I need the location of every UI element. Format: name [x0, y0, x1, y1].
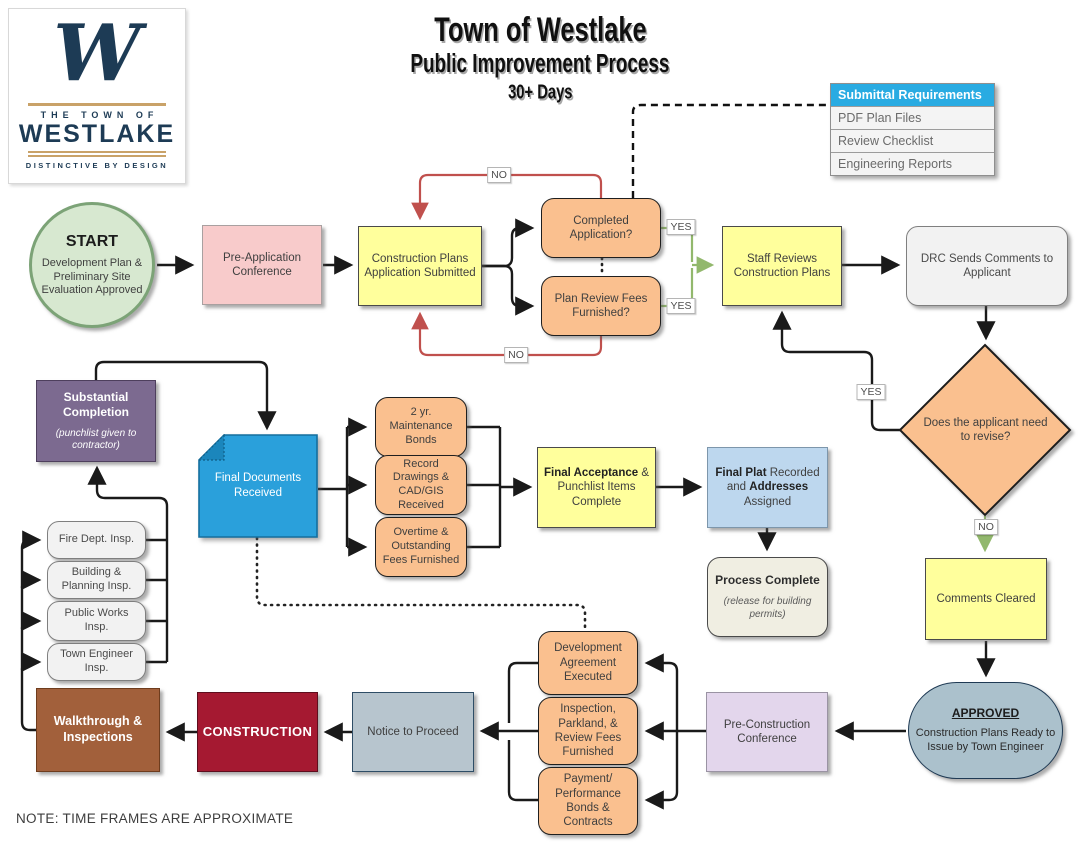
- submittal-requirements-table: Submittal Requirements PDF Plan Files Re…: [830, 83, 995, 176]
- record-drawings-node: Record Drawings & CAD/GIS Received: [375, 455, 467, 515]
- logo-town-of: THE TOWN OF: [40, 110, 159, 120]
- footnote: NOTE: TIME FRAMES ARE APPROXIMATE: [16, 811, 294, 826]
- final-documents-label: Final Documents Received: [214, 472, 302, 499]
- comments-cleared-node: Comments Cleared: [925, 558, 1047, 640]
- westlake-logo: W THE TOWN OF WESTLAKE DISTINCTIVE BY DE…: [8, 8, 186, 184]
- drc-comments-node: DRC Sends Comments to Applicant: [906, 226, 1068, 306]
- start-node: START Development Plan & Preliminary Sit…: [29, 202, 155, 328]
- completed-application-node: Completed Application?: [541, 198, 661, 258]
- construction-node: CONSTRUCTION: [197, 692, 318, 772]
- logo-name: WESTLAKE: [18, 120, 176, 148]
- title-line1: Town of Westlake: [433, 9, 647, 50]
- final-documents-node: Final Documents Received: [198, 434, 318, 538]
- plan-review-fees-node: Plan Review Fees Furnished?: [541, 276, 661, 336]
- approved-title: APPROVED: [951, 706, 1020, 721]
- no-label-top: NO: [487, 167, 511, 183]
- approved-node: APPROVED Construction Plans Ready to Iss…: [908, 682, 1063, 779]
- fire-dept-insp-node: Fire Dept. Insp.: [47, 521, 146, 559]
- revise-decision-label: Does the applicant need to revise?: [923, 416, 1048, 443]
- maintenance-bonds-node: 2 yr. Maintenance Bonds: [375, 397, 467, 457]
- start-title: START: [65, 232, 119, 250]
- title-line3: 30+ Days: [507, 80, 573, 104]
- substantial-completion-note: (punchlist given to contractor): [55, 427, 137, 452]
- w-monogram-icon: W: [53, 8, 141, 99]
- walkthrough-inspections-node: Walkthrough & Inspections: [36, 688, 160, 772]
- revise-decision-diamond: [898, 343, 1072, 517]
- process-complete-note: (release for building permits): [723, 596, 812, 620]
- development-agreement-node: Development Agreement Executed: [538, 631, 638, 695]
- substantial-completion-node: Substantial Completion (punchlist given …: [36, 380, 156, 462]
- overtime-fees-node: Overtime & Outstanding Fees Furnished: [375, 517, 467, 577]
- final-plat-node: Final Plat Recorded and Addresses Assign…: [707, 447, 828, 528]
- construction-plans-submitted-node: Construction Plans Application Submitted: [358, 226, 482, 306]
- table-row: PDF Plan Files: [831, 106, 994, 129]
- yes-label-application: YES: [666, 219, 696, 235]
- notice-to-proceed-node: Notice to Proceed: [352, 692, 474, 772]
- inspection-fees-node: Inspection, Parkland, & Review Fees Furn…: [538, 697, 638, 765]
- final-acceptance-bold: Final Acceptance: [543, 467, 639, 479]
- final-acceptance-rest: & Punchlist Items Complete: [557, 467, 650, 508]
- logo-rule: [28, 151, 166, 153]
- substantial-completion-title: Substantial Completion: [63, 389, 129, 419]
- town-engineer-insp-node: Town Engineer Insp.: [47, 643, 146, 681]
- process-complete-title: Process Complete: [715, 573, 820, 587]
- start-body: Development Plan & Preliminary Site Eval…: [41, 256, 143, 297]
- yes-label-fees: YES: [666, 298, 696, 314]
- no-label-revise: NO: [974, 519, 998, 535]
- building-planning-insp-node: Building & Planning Insp.: [47, 561, 146, 599]
- final-plat-bold1: Final Plat: [715, 467, 767, 479]
- table-row: Review Checklist: [831, 129, 994, 152]
- public-works-insp-node: Public Works Insp.: [47, 601, 146, 641]
- final-plat-end: Assigned: [743, 495, 792, 508]
- title-line2: Public Improvement Process: [410, 48, 670, 78]
- staff-reviews-node: Staff Reviews Construction Plans: [722, 226, 842, 306]
- approved-body: Construction Plans Ready to Issue by Tow…: [915, 727, 1056, 753]
- payment-bonds-node: Payment/ Performance Bonds & Contracts: [538, 767, 638, 835]
- pre-application-node: Pre-Application Conference: [202, 225, 322, 305]
- page-title: Town of Westlake Public Improvement Proc…: [290, 9, 790, 104]
- logo-rule: [28, 155, 166, 157]
- logo-rule: [28, 103, 166, 106]
- yes-label-revise: YES: [856, 384, 886, 400]
- logo-tagline: DISTINCTIVE BY DESIGN: [25, 161, 169, 170]
- document-shape-icon: [198, 434, 318, 538]
- table-row: Engineering Reports: [831, 152, 994, 175]
- final-plat-bold2: Addresses: [749, 481, 809, 494]
- table-header: Submittal Requirements: [831, 84, 994, 106]
- final-plat-mid: Recorded and: [726, 467, 820, 494]
- pre-construction-node: Pre-Construction Conference: [706, 692, 828, 772]
- final-acceptance-node: Final Acceptance & Punchlist Items Compl…: [537, 447, 656, 528]
- process-complete-node: Process Complete (release for building p…: [707, 557, 828, 637]
- no-label-bottom: NO: [504, 347, 528, 363]
